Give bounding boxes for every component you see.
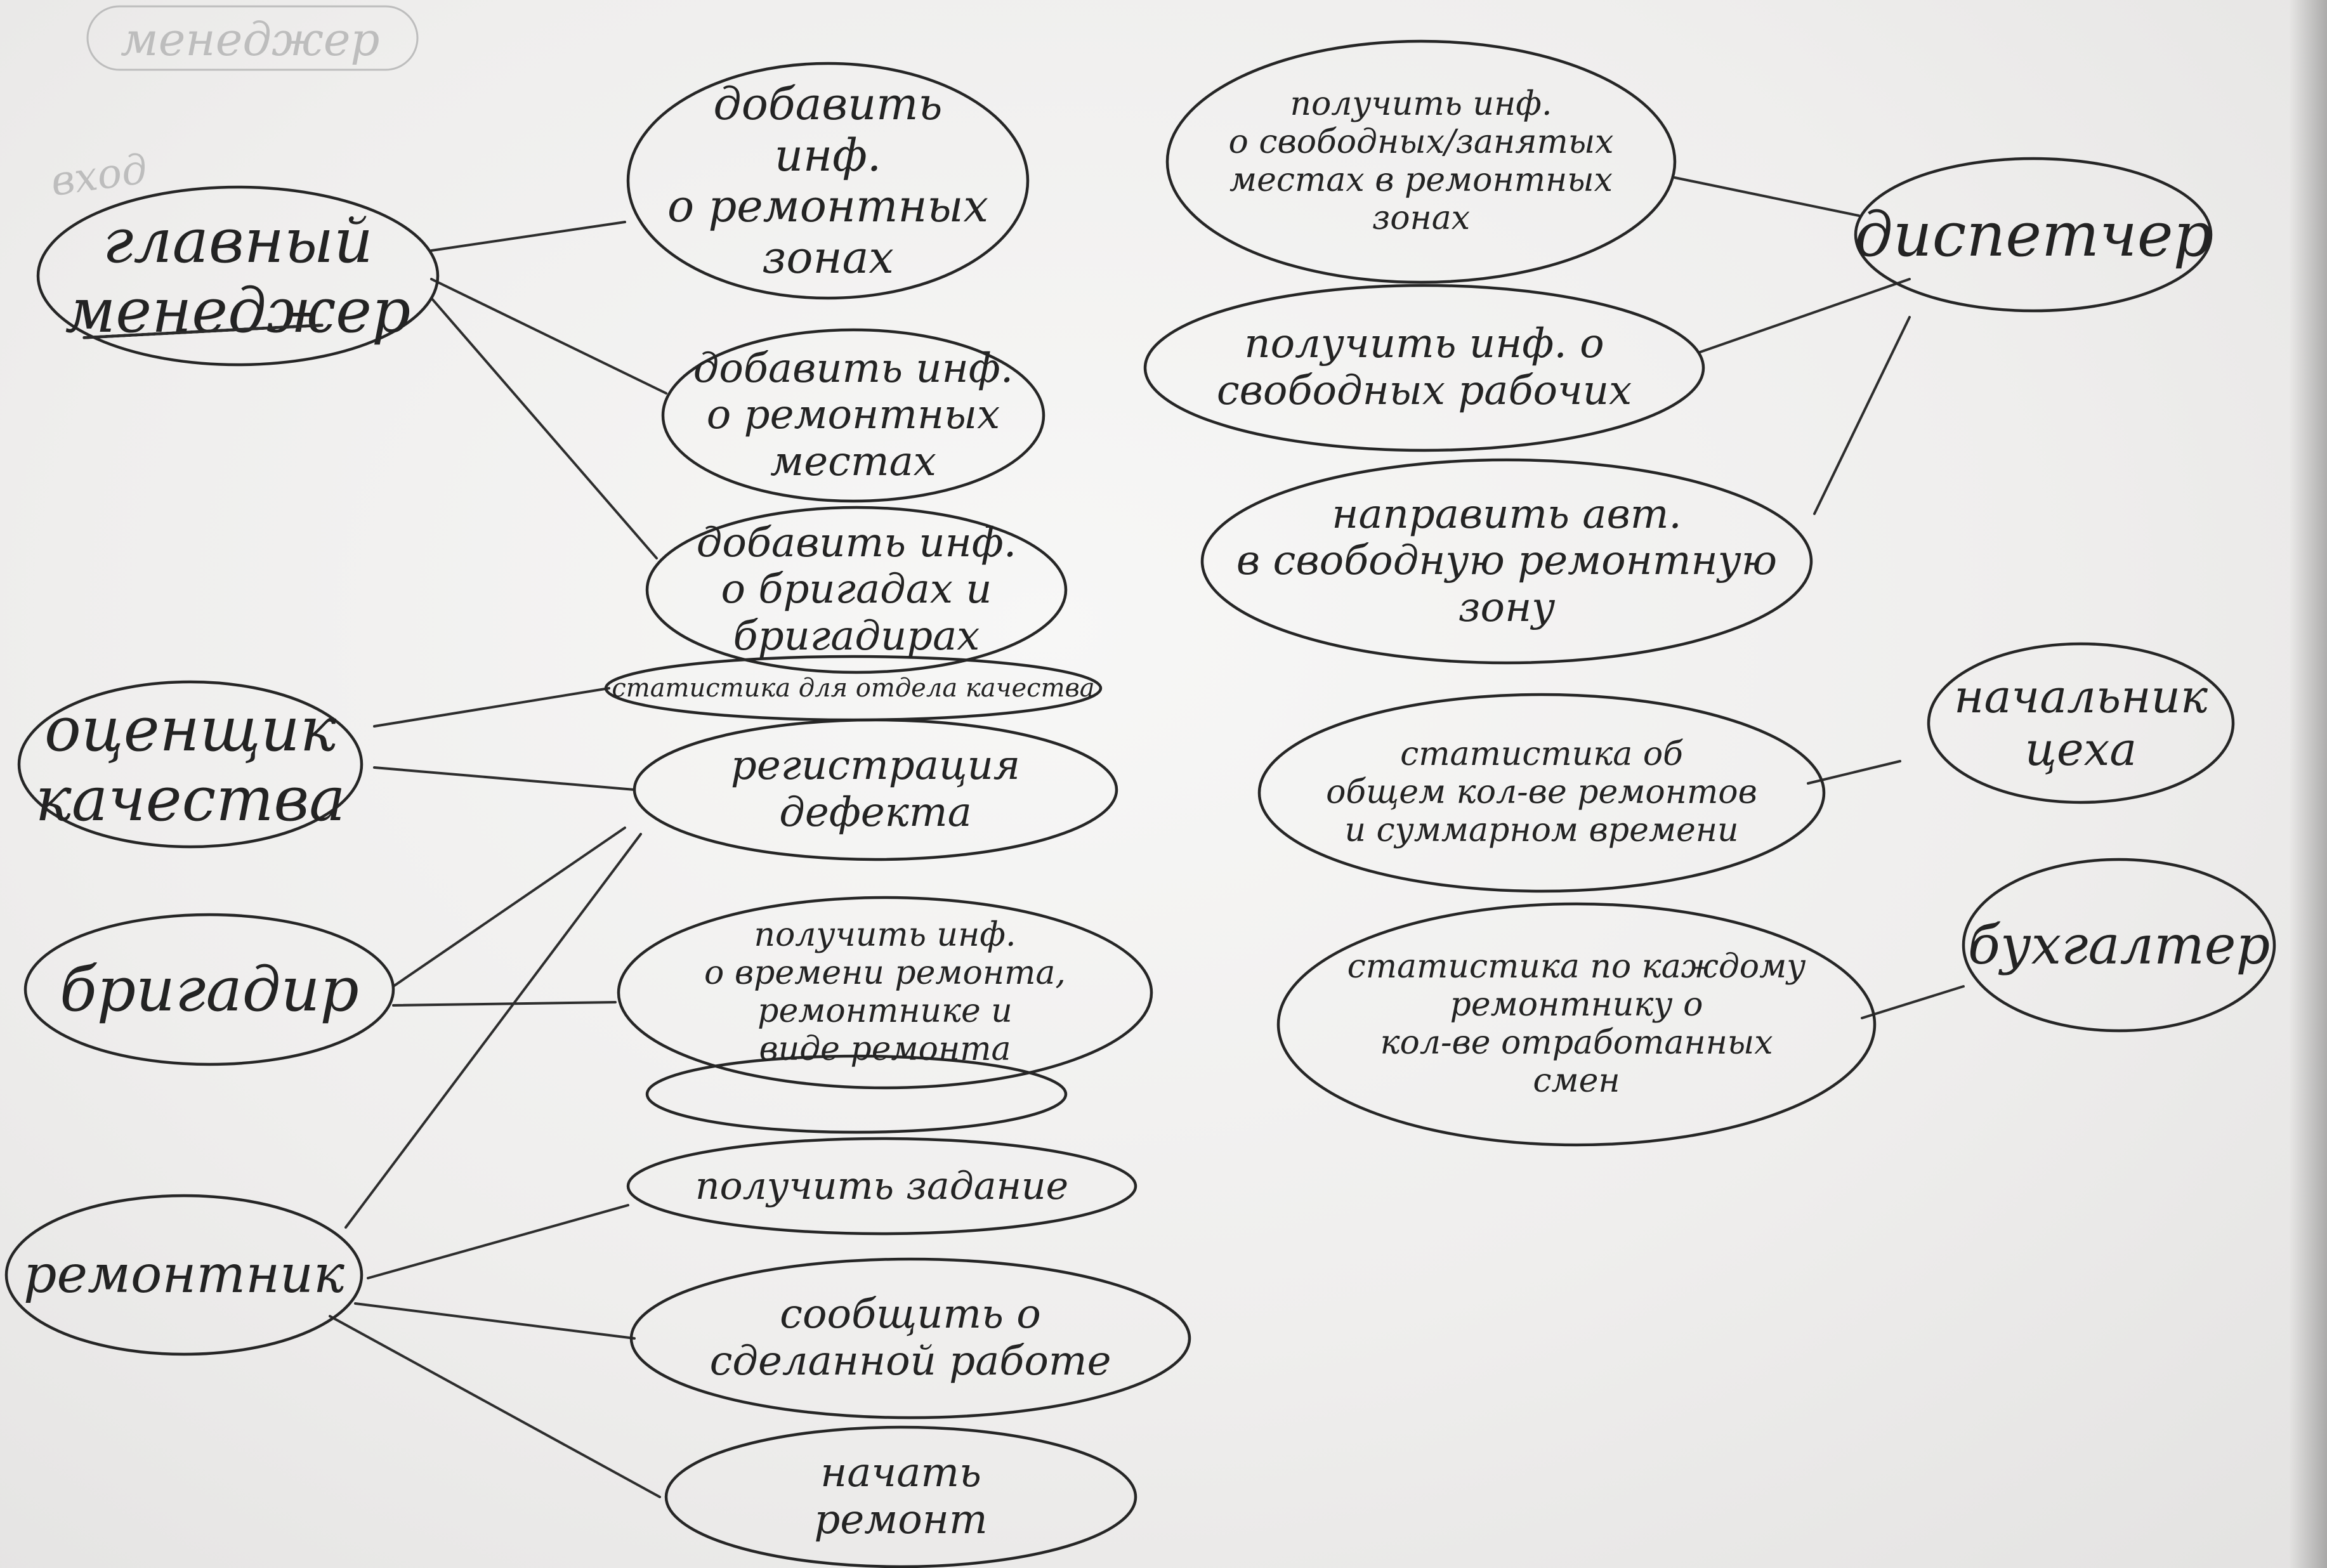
actor-main-manager: главный менеджер [65, 205, 411, 346]
usecase-report-work-ellipse [629, 1257, 1191, 1420]
usecase-register-defect-ellipse [633, 718, 1118, 861]
actor-accountant-ellipse [1962, 858, 2276, 1033]
actor-dispatcher-ellipse [1854, 157, 2213, 313]
usecase-add-zones: добавить инф. о ремонтных зонах [667, 78, 988, 284]
link-main-manager-add-places [430, 278, 667, 395]
actor-repairman: ремонтник [23, 1244, 344, 1305]
usecase-add-places-ellipse [661, 328, 1046, 503]
usecase-zone-status: получить инф. о свободных/занятых местах… [1228, 85, 1614, 237]
usecase-get-repair-info: получить инф. о времени ремонта, ремонтн… [704, 916, 1066, 1068]
actor-accountant: бухгалтер [1967, 913, 2271, 976]
usecase-get-task-ellipse [626, 1137, 1137, 1236]
usecase-send-car: направить авт. в свободную ремонтную зон… [1236, 490, 1778, 631]
usecase-add-brigades: добавить инф. о бригадах и бригадирах [696, 519, 1017, 660]
link-foreman-get-repair-info [392, 1001, 617, 1007]
usecase-quality-stats: статистика для отдела качества [612, 674, 1095, 703]
link-repairman-get-task [367, 1204, 629, 1279]
usecase-add-brigades-ellipse [645, 506, 1068, 674]
usecase-get-repair-info-ellipse [617, 896, 1153, 1090]
actor-quality-assessor-ellipse [17, 680, 364, 849]
usecase-add-zones-ellipse [626, 62, 1030, 300]
link-foreman-register-defect [392, 826, 626, 988]
actor-main-manager-ellipse [36, 185, 440, 367]
link-accountant-per-worker-stats [1861, 985, 1965, 1019]
link-quality-assessor-register-defect [373, 766, 636, 791]
usecase-get-task: получить задание [695, 1163, 1069, 1208]
link-main-manager-add-brigades [430, 297, 658, 559]
actor-dispatcher: диспетчер [1854, 199, 2213, 270]
erased-box [86, 5, 419, 71]
usecase-free-workers: получить инф. о свободных рабочих [1216, 320, 1632, 414]
usecase-total-stats-ellipse [1257, 693, 1826, 893]
link-dispatcher-send-car [1813, 316, 1911, 515]
usecase-per-worker-stats-ellipse [1276, 902, 1877, 1147]
usecase-total-stats: статистика об общем кол-ве ремонтов и су… [1326, 735, 1757, 849]
usecase-start-repair: начать ремонт [814, 1449, 988, 1543]
usecase-start-repair-ellipse [664, 1425, 1137, 1568]
erased-ellipse [645, 1054, 1068, 1134]
usecase-register-defect: регистрация дефекта [730, 742, 1021, 836]
link-shop-head-total-stats [1807, 760, 1901, 785]
usecase-send-car-ellipse [1200, 458, 1813, 665]
actor-repairman-ellipse [4, 1194, 364, 1356]
link-dispatcher-free-workers [1699, 278, 1911, 353]
usecase-zone-status-ellipse [1165, 39, 1677, 284]
link-dispatcher-zone-status [1674, 176, 1860, 217]
usecase-report-work: сообщить о сделанной работе [709, 1291, 1111, 1385]
usecase-free-workers-ellipse [1143, 284, 1705, 452]
actor-shop-head-ellipse [1927, 642, 2235, 804]
usecase-add-places: добавить инф. о ремонтных местах [693, 344, 1014, 485]
link-quality-assessor-quality-stats [373, 687, 610, 728]
link-repairman-start-repair [329, 1315, 661, 1498]
actor-foreman-ellipse [23, 913, 395, 1066]
link-repairman-report-work [354, 1302, 636, 1340]
usecase-per-worker-stats: статистика по каждому ремонтнику о кол-в… [1347, 948, 1806, 1100]
erased-text-top: менеджер [121, 13, 380, 66]
actor-shop-head: начальник цеха [1954, 670, 2208, 776]
actor-foreman: бригадир [60, 953, 359, 1025]
actor-quality-assessor: оценщик качества [35, 693, 346, 835]
link-repairman-register-defect [344, 833, 642, 1229]
link-main-manager-add-zones [430, 221, 626, 252]
paper-edge-shadow [2289, 0, 2327, 1568]
